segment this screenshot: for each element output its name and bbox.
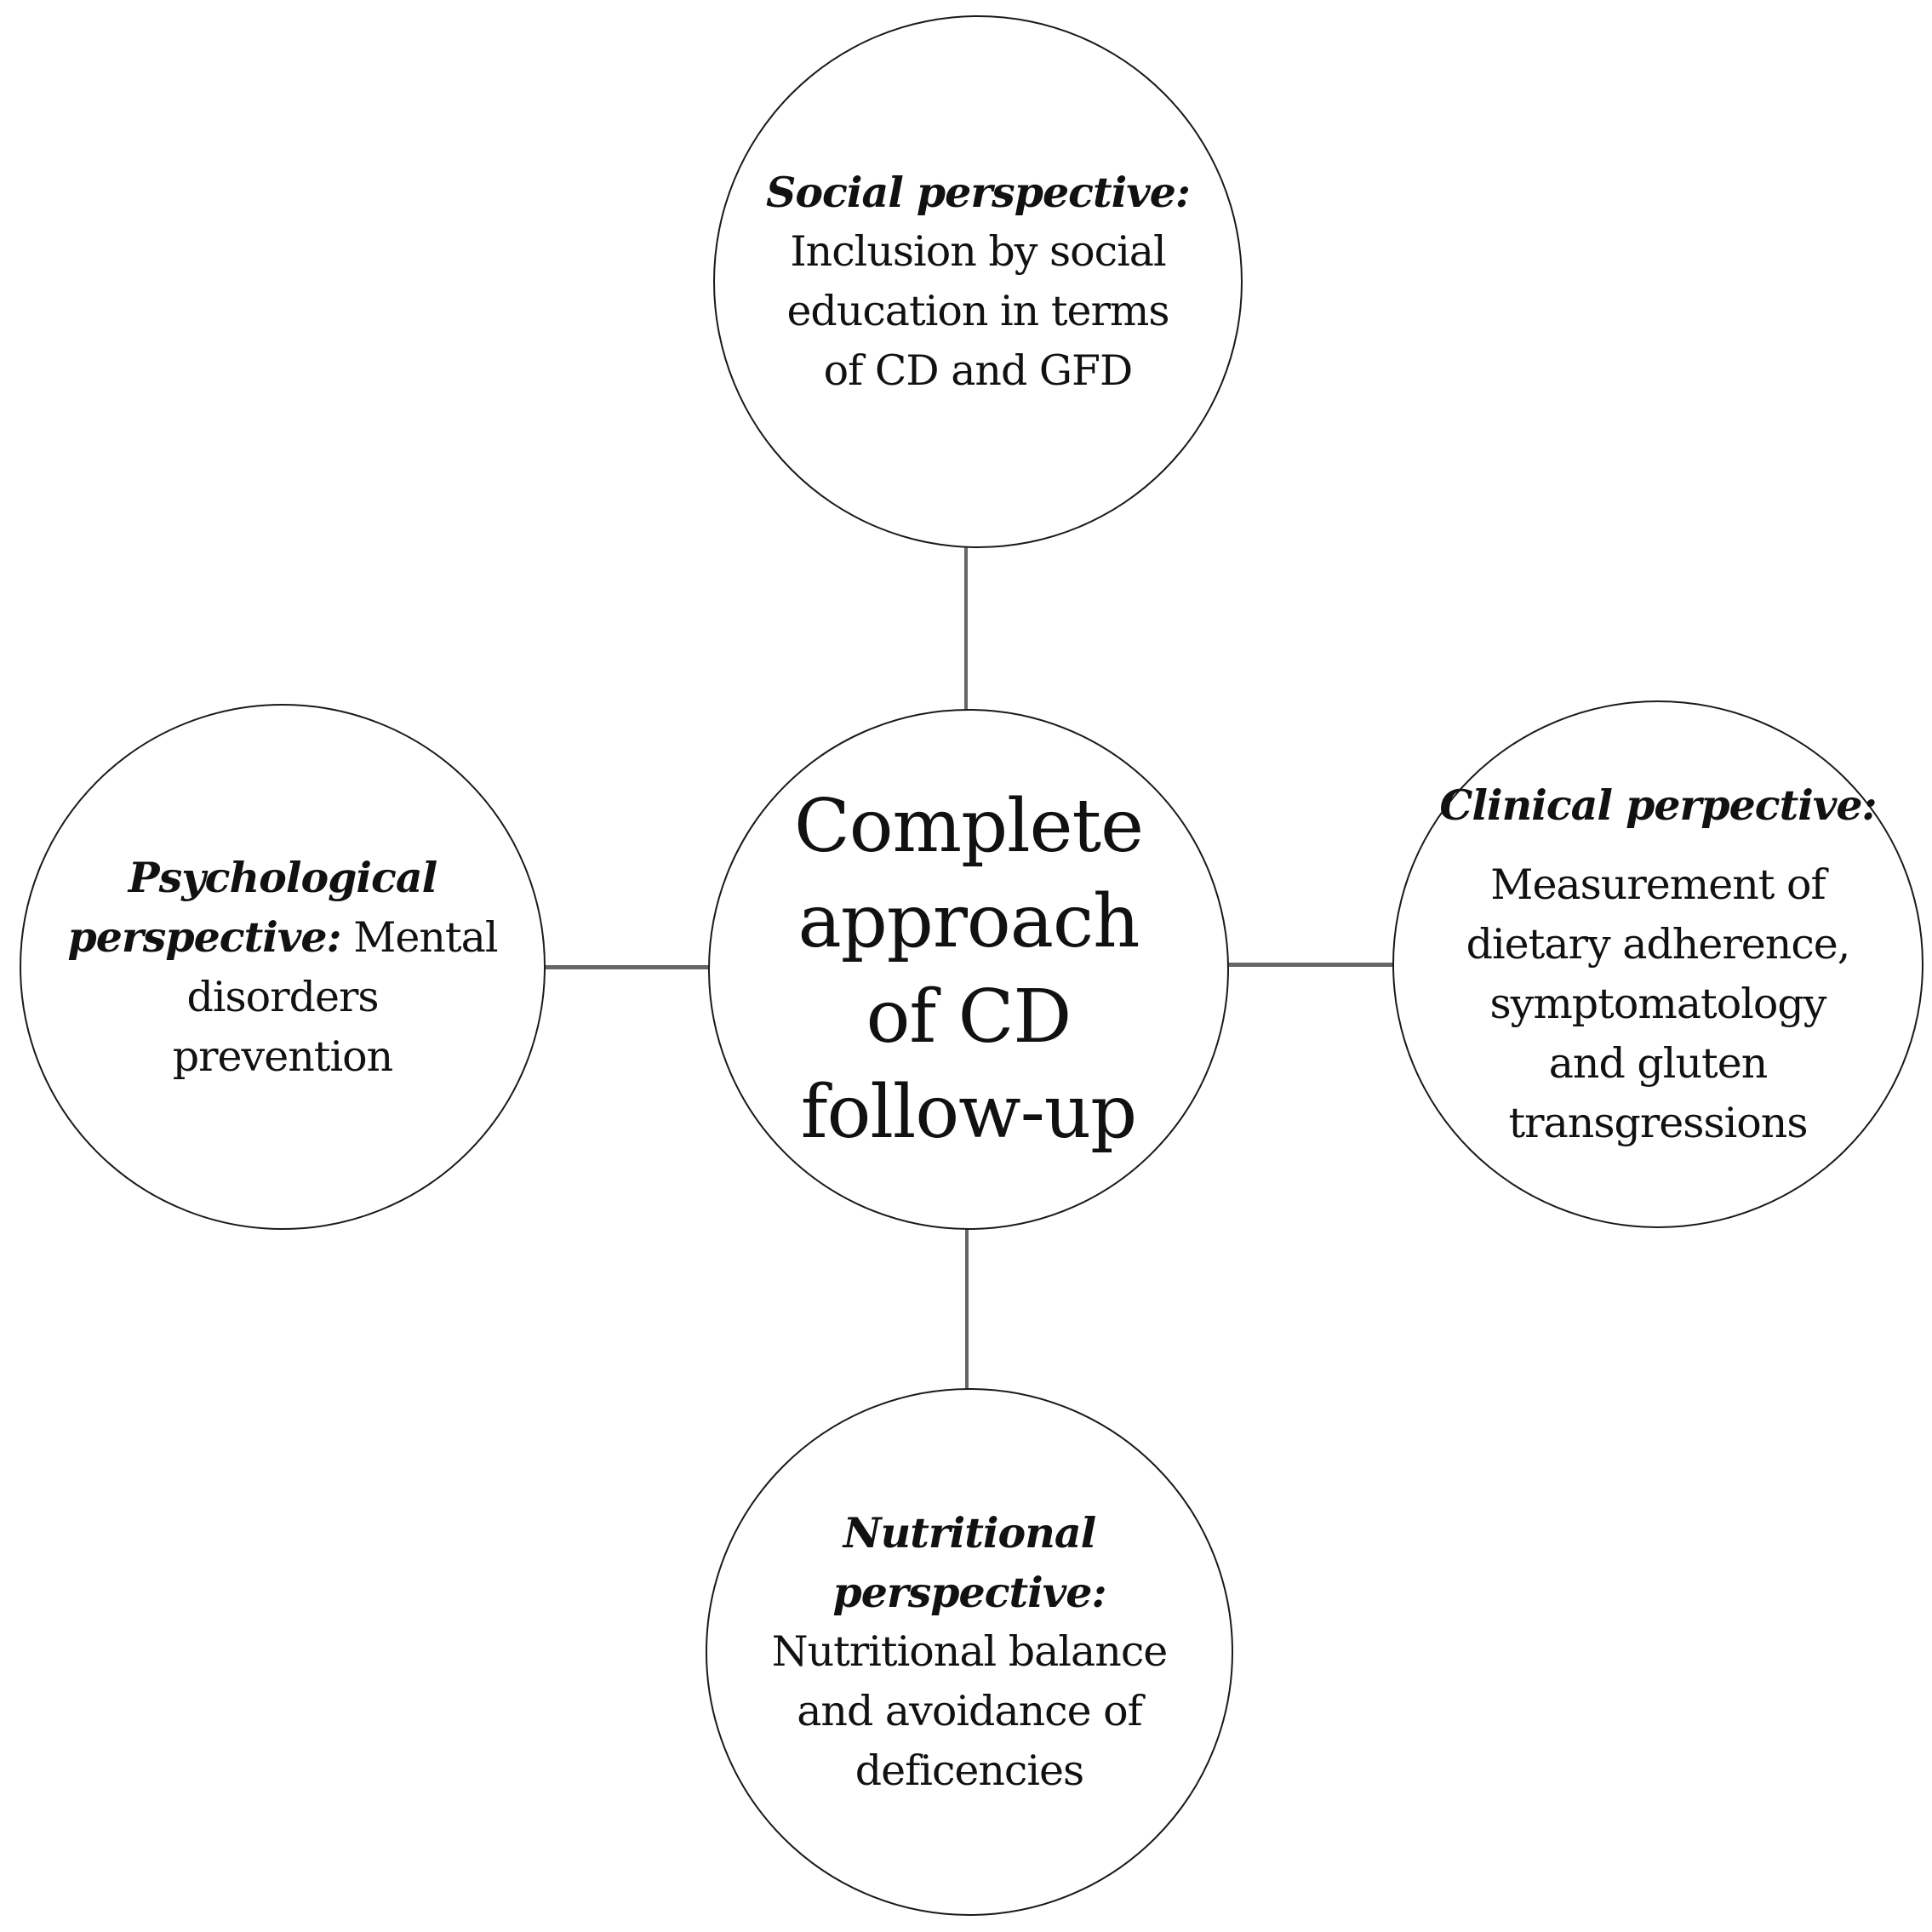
nutritional-body-line: Nutritional balance [771, 1627, 1169, 1676]
nutritional-label-line: Nutritional [843, 1508, 1096, 1558]
social-body-line: of CD and GFD [823, 346, 1134, 395]
center-line: follow-up [800, 1070, 1138, 1155]
circle-psychological-perspective: Psychological perspective: Mental disord… [20, 704, 546, 1230]
psychological-body-line: prevention [172, 1032, 393, 1081]
psychological-body-line: disorders [186, 972, 379, 1021]
connector-right [1226, 963, 1396, 967]
clinical-body-line: symptomatology [1489, 980, 1827, 1028]
clinical-label: Clinical perpective: [1439, 780, 1877, 830]
circle-social-perspective: Social perspective: Inclusion by social … [713, 15, 1243, 548]
clinical-body-line: transgressions [1508, 1099, 1808, 1147]
center-line: approach [797, 879, 1140, 964]
social-body-line: education in terms [786, 287, 1169, 335]
connector-bottom [965, 1226, 969, 1394]
circle-clinical-perspective: Clinical perpective: Measurement of diet… [1392, 700, 1923, 1228]
connector-left [539, 965, 711, 969]
nutritional-body-line: deficencies [855, 1746, 1084, 1795]
nutritional-body-line: and avoidance of [797, 1687, 1143, 1735]
clinical-body-line: Measurement of [1490, 860, 1826, 909]
clinical-body-line: and gluten [1548, 1039, 1769, 1088]
nutritional-label-line: perspective: [832, 1568, 1106, 1617]
center-line: Complete [793, 784, 1144, 869]
circle-complete-approach: Complete approach of CD follow-up [708, 709, 1229, 1230]
psychological-label-line: perspective: Mental [67, 912, 499, 962]
social-body-line: Inclusion by social [790, 227, 1166, 276]
center-line: of CD [866, 975, 1072, 1060]
circle-nutritional-perspective: Nutritional perspective: Nutritional bal… [706, 1388, 1233, 1916]
psychological-label-line: Psychological [128, 852, 437, 902]
social-label: Social perspective: [765, 168, 1191, 217]
connector-top [964, 541, 968, 715]
clinical-body-line: dietary adherence, [1466, 920, 1851, 969]
